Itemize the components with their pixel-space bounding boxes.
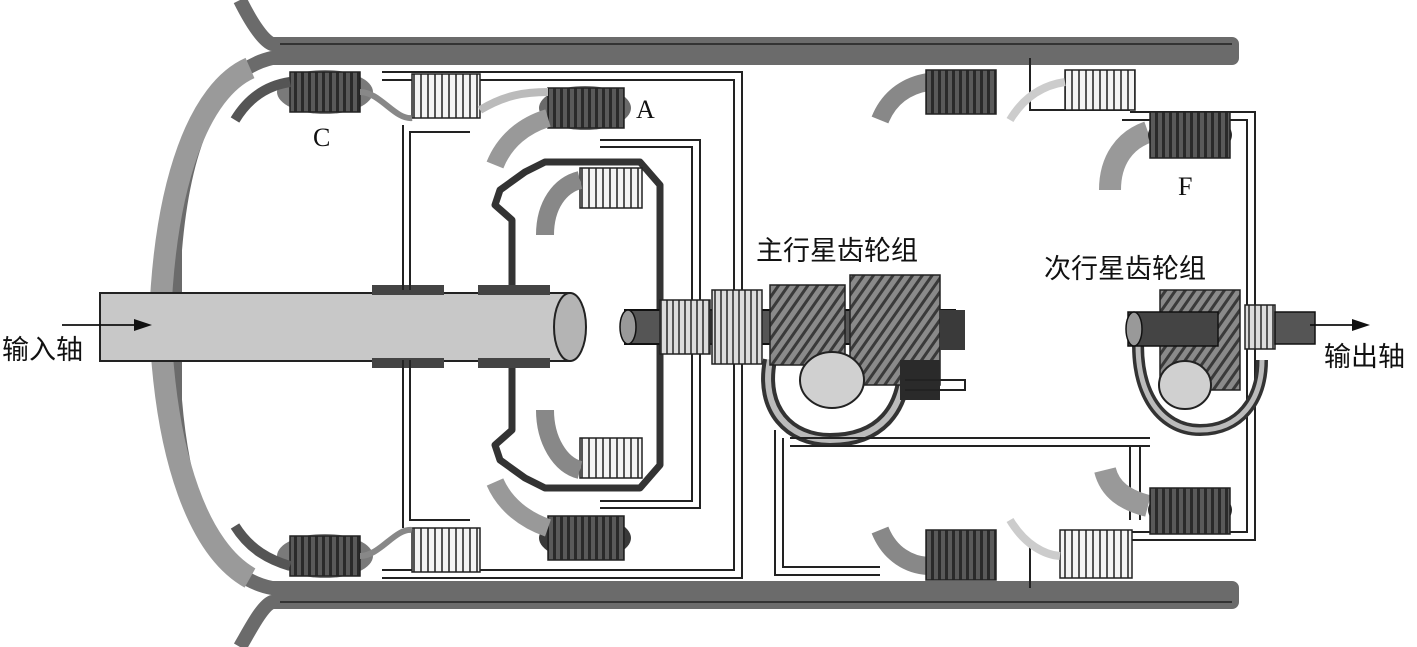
clutch-f-label: F (1178, 172, 1193, 201)
clutch-a-label: A (636, 95, 655, 124)
primary-planetary-gearset (761, 274, 966, 448)
input-shaft (99, 285, 587, 368)
clutch-f (1099, 111, 1232, 191)
clutch-drum (491, 158, 690, 492)
input-arrow (62, 319, 152, 331)
clutch-bottom-right (871, 466, 1232, 581)
secondary-planetary-label: 次行星齿轮组 (1044, 254, 1206, 285)
output-shaft-label: 输出轴 (1324, 342, 1405, 373)
secondary-planetary-gearset (1125, 289, 1268, 437)
clutch-c (230, 70, 373, 578)
input-shaft-label: 输入轴 (2, 335, 83, 366)
output-arrow (1310, 319, 1370, 331)
clutch-top-right (871, 69, 1136, 124)
clutch-c-label: C (313, 123, 331, 152)
clutch-a (477, 86, 631, 561)
primary-planetary-label: 主行星齿轮组 (756, 236, 918, 267)
output-shaft (1244, 304, 1316, 350)
clutch-inner (536, 167, 643, 479)
clutch-light-left (359, 73, 481, 573)
